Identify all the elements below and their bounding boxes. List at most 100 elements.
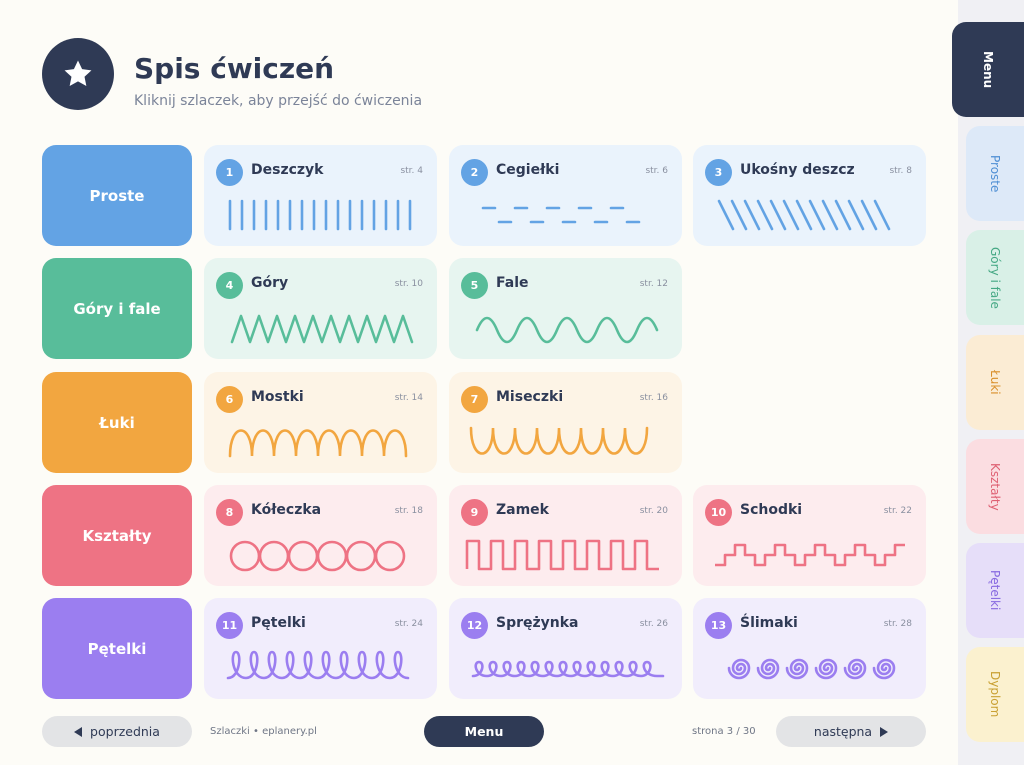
exercise-page: str. 22	[883, 506, 912, 516]
exercise-card-deszczyk[interactable]: 1 Deszczyk str. 4	[204, 145, 437, 246]
pattern-snails	[727, 658, 896, 680]
next-button-label: następna	[813, 724, 873, 739]
exercise-name: Zamek	[496, 502, 549, 518]
page-title: Spis ćwiczeń	[134, 52, 335, 85]
exercise-number: 4	[216, 272, 243, 299]
exercise-page: str. 8	[889, 166, 912, 176]
sidebar-tab-label: Menu	[981, 50, 995, 89]
exercise-card-sprezynka[interactable]: 12 Sprężynka str. 26	[449, 598, 682, 699]
exercise-name: Cegiełki	[496, 162, 560, 178]
pattern-circles	[229, 540, 406, 572]
pattern-rain-lines	[228, 199, 412, 231]
exercise-card-schodki[interactable]: 10 Schodki str. 22	[693, 485, 926, 586]
exercise-number: 3	[705, 159, 732, 186]
exercise-number: 1	[216, 159, 243, 186]
exercise-page: str. 6	[645, 166, 668, 176]
exercise-name: Ślimaki	[740, 615, 798, 631]
sidebar-tab-ksztalty[interactable]: Kształty	[966, 439, 1024, 534]
pattern-stairs	[715, 543, 905, 567]
menu-button-label: Menu	[464, 724, 504, 739]
star-badge	[42, 38, 114, 110]
exercise-card-petelki[interactable]: 11 Pętelki str. 24	[204, 598, 437, 699]
exercise-name: Schodki	[740, 502, 803, 518]
sidebar-tab-menu[interactable]: Menu	[952, 22, 1024, 117]
exercise-number: 12	[461, 612, 488, 639]
category-label: Kształty	[82, 526, 152, 545]
category-gory-i-fale[interactable]: Góry i fale	[42, 258, 192, 359]
exercise-page: str. 14	[394, 393, 423, 403]
exercise-number: 5	[461, 272, 488, 299]
pattern-bricks	[481, 206, 641, 224]
exercise-number: 13	[705, 612, 732, 639]
triangle-right-icon	[880, 726, 889, 737]
exercise-name: Mostki	[251, 389, 304, 405]
exercise-card-ukosny-deszcz[interactable]: 3 Ukośny deszcz str. 8	[693, 145, 926, 246]
category-petelki[interactable]: Pętelki	[42, 598, 192, 699]
exercise-card-fale[interactable]: 5 Fale str. 12	[449, 258, 682, 359]
sidebar-tab-label: Góry i fale	[988, 246, 1002, 309]
exercise-page: str. 16	[639, 393, 668, 403]
exercise-page: str. 10	[394, 279, 423, 289]
sidebar-tab-label: Proste	[988, 154, 1002, 193]
star-icon	[64, 60, 92, 87]
category-luki[interactable]: Łuki	[42, 372, 192, 473]
sidebar-tab-petelki[interactable]: Pętelki	[966, 543, 1024, 638]
exercise-page: str. 20	[639, 506, 668, 516]
sidebar-tab-label: Łuki	[988, 370, 1002, 395]
pattern-loops	[226, 650, 410, 680]
exercise-card-slimaki[interactable]: 13 Ślimaki str. 28	[693, 598, 926, 699]
pattern-mountains	[230, 314, 414, 344]
pattern-castle	[465, 539, 659, 571]
previous-button-label: poprzednia	[90, 724, 160, 739]
exercise-card-cegielki[interactable]: 2 Cegiełki str. 6	[449, 145, 682, 246]
exercise-card-mostki[interactable]: 6 Mostki str. 14	[204, 372, 437, 473]
exercise-page: str. 28	[883, 619, 912, 629]
exercise-number: 9	[461, 499, 488, 526]
exercise-number: 8	[216, 499, 243, 526]
exercise-name: Miseczki	[496, 389, 564, 405]
exercise-card-zamek[interactable]: 9 Zamek str. 20	[449, 485, 682, 586]
menu-button[interactable]: Menu	[424, 716, 544, 747]
exercise-page: str. 4	[400, 166, 423, 176]
exercise-page: str. 26	[639, 619, 668, 629]
category-proste[interactable]: Proste	[42, 145, 192, 246]
exercise-name: Deszczyk	[251, 162, 324, 178]
pattern-bridges	[228, 429, 408, 458]
exercise-card-miseczki[interactable]: 7 Miseczki str. 16	[449, 372, 682, 473]
previous-button[interactable]: poprzednia	[42, 716, 192, 747]
category-label: Proste	[89, 186, 145, 205]
sidebar-tab-gory-i-fale[interactable]: Góry i fale	[966, 230, 1024, 325]
category-ksztalty[interactable]: Kształty	[42, 485, 192, 586]
category-label: Pętelki	[87, 639, 147, 658]
exercise-number: 11	[216, 612, 243, 639]
sidebar-tab-proste[interactable]: Proste	[966, 126, 1024, 221]
exercise-page: str. 24	[394, 619, 423, 629]
sidebar: Menu Proste Góry i fale Łuki Kształty Pę…	[952, 0, 1024, 765]
pattern-waves	[475, 316, 659, 344]
exercise-page: str. 18	[394, 506, 423, 516]
footer-source: Szlaczki • eplanery.pl	[210, 726, 317, 737]
pattern-bowls	[469, 426, 649, 455]
pattern-spring	[471, 660, 665, 678]
category-label: Łuki	[99, 413, 135, 432]
sidebar-tab-label: Dyplom	[988, 671, 1002, 718]
exercise-name: Ukośny deszcz	[740, 162, 855, 178]
exercise-number: 2	[461, 159, 488, 186]
category-label: Góry i fale	[73, 299, 161, 318]
next-button[interactable]: następna	[776, 716, 926, 747]
exercise-page: str. 12	[639, 279, 668, 289]
exercise-number: 7	[461, 386, 488, 413]
sidebar-tab-label: Kształty	[988, 462, 1002, 511]
exercise-name: Sprężynka	[496, 615, 579, 631]
exercise-number: 6	[216, 386, 243, 413]
exercise-number: 10	[705, 499, 732, 526]
exercise-card-koleczka[interactable]: 8 Kółeczka str. 18	[204, 485, 437, 586]
sidebar-tab-luki[interactable]: Łuki	[966, 335, 1024, 430]
exercise-name: Kółeczka	[251, 502, 322, 518]
triangle-left-icon	[74, 726, 83, 737]
exercise-name: Fale	[496, 275, 529, 291]
exercise-card-gory[interactable]: 4 Góry str. 10	[204, 258, 437, 359]
page-indicator: strona 3 / 30	[692, 726, 756, 737]
sidebar-tab-label: Pętelki	[988, 570, 1002, 611]
sidebar-tab-dyplom[interactable]: Dyplom	[966, 647, 1024, 742]
